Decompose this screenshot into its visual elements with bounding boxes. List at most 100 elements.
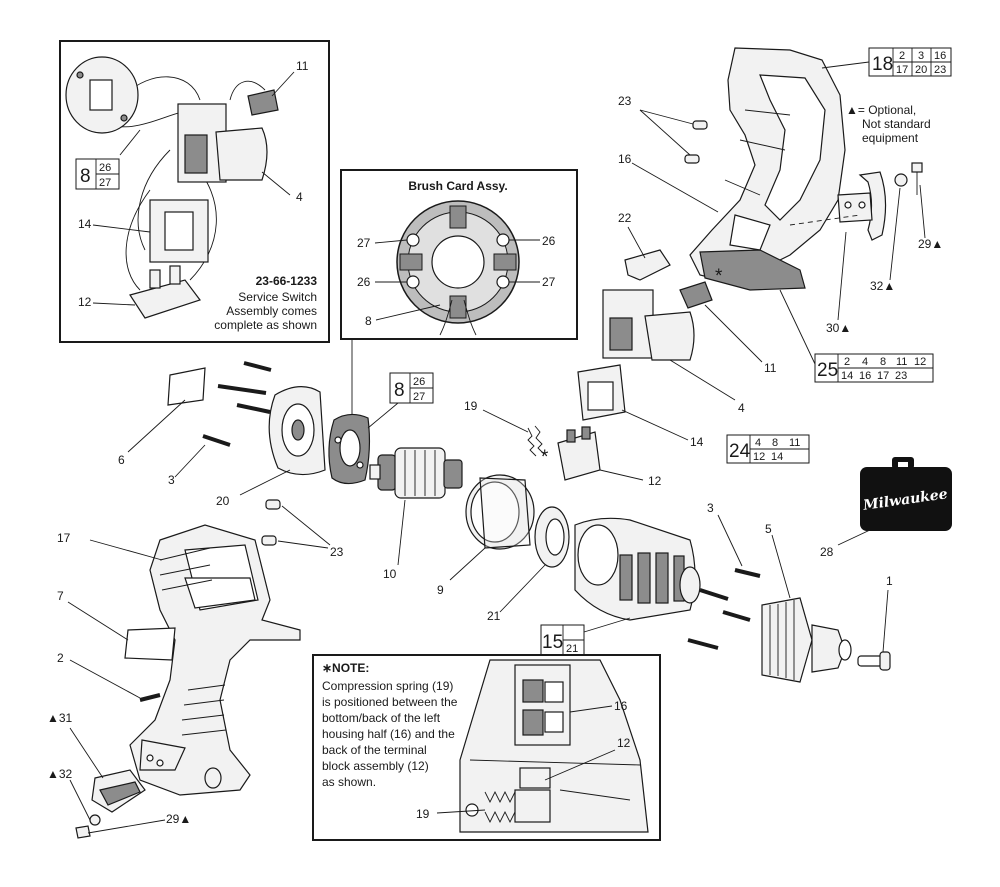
ref-box-main: 15 [542, 632, 563, 653]
compression-spring-part [527, 425, 545, 457]
note-inset: ∗NOTE: Compression spring (19) is positi… [312, 654, 661, 841]
ref-box-top: 4 [755, 437, 761, 449]
callout-29-optional: 29▲ [166, 812, 191, 826]
ref-box-top: 11 [789, 437, 800, 449]
callout-23: 23 [618, 94, 632, 108]
ref-box-bottom: 23 [895, 370, 907, 382]
ref-box-15: 15 21 [540, 624, 585, 656]
terminal-block-part [557, 426, 601, 481]
housing-screw-part [139, 693, 161, 702]
callout-26: 26 [542, 234, 556, 248]
callout-32-optional: 32▲ [870, 279, 895, 293]
callout-9: 9 [437, 583, 444, 597]
switch-note-line2: Assembly comes [226, 304, 317, 318]
label-part [124, 627, 176, 661]
callout-5: 5 [765, 522, 772, 536]
ref-box-top: 8 [772, 437, 778, 449]
brush-card-part [396, 200, 520, 336]
callout-16: 16 [614, 699, 628, 713]
ref-box-bottom: 27 [99, 177, 111, 189]
ref-box-main: 8 [394, 380, 405, 401]
note-line: bottom/back of the left [322, 711, 441, 725]
baffle-part [534, 506, 570, 568]
callout-20: 20 [216, 494, 230, 508]
callout-11: 11 [296, 59, 309, 73]
switch-body-part [177, 103, 268, 183]
ref-box-8-main: 8 26 27 [389, 372, 434, 404]
brush-card-title: Brush Card Assy. [408, 179, 507, 193]
ref-box-main: 25 [817, 360, 838, 381]
ref-box-main: 24 [729, 441, 751, 462]
pin-part [265, 499, 281, 510]
switch-holder-part [149, 199, 209, 263]
ref-box-25: 25 2 4 8 11 12 14 16 17 23 [814, 353, 934, 383]
ref-box-bottom: 17 [896, 64, 908, 76]
callout-6: 6 [118, 453, 125, 467]
ref-box-bottom: 16 [859, 370, 871, 382]
callout-26: 26 [357, 275, 371, 289]
ref-box-bottom: 17 [877, 370, 889, 382]
ref-box-bottom: 20 [915, 64, 927, 76]
callout-29-optional: 29▲ [918, 237, 943, 251]
ref-box-main: 8 [80, 166, 91, 187]
ref-box-bottom: 14 [771, 451, 783, 463]
magnet-ring-part [465, 474, 535, 550]
legend-optional-1: ▲= Optional, [846, 103, 916, 117]
legend-optional-3: equipment [862, 131, 919, 145]
belt-clip-lower-part [91, 769, 146, 813]
note-line: block assembly (12) [322, 759, 429, 773]
ref-box-bottom: 21 [566, 643, 578, 655]
screw-part [75, 825, 91, 839]
chuck-part [761, 597, 852, 683]
ref-box-main: 18 [872, 54, 893, 75]
callout-1: 1 [886, 574, 893, 588]
callout-7: 7 [57, 589, 64, 603]
pin-part [261, 535, 277, 546]
gearbox-screws [687, 568, 761, 650]
callout-23: 23 [330, 545, 344, 559]
callout-22: 22 [618, 211, 632, 225]
ref-box-top: 16 [934, 50, 946, 62]
switch-holder-part [577, 364, 626, 421]
motor-end-plate-part [65, 56, 139, 134]
washer-part [894, 173, 908, 187]
left-housing-half-part [689, 47, 846, 291]
right-housing-half-part [129, 524, 301, 796]
ref-box-top: 3 [918, 50, 924, 62]
reversing-button-part [679, 281, 713, 309]
callout-3: 3 [707, 501, 714, 515]
pin-part [684, 154, 700, 164]
ref-box-18: 18 2 3 16 17 20 23 [868, 47, 952, 77]
screw-part [911, 162, 923, 173]
carrying-case-part: Milwaukee [860, 457, 952, 531]
ref-box-bottom: 23 [934, 64, 946, 76]
callout-31-optional: ▲31 [47, 711, 73, 725]
ref-box-bottom: 14 [841, 370, 853, 382]
callout-17: 17 [57, 531, 71, 545]
callout-27: 27 [357, 236, 371, 250]
switch-note-line1: Service Switch [238, 290, 317, 304]
switch-part [602, 289, 695, 361]
callout-4: 4 [738, 401, 745, 415]
callout-19: 19 [464, 399, 478, 413]
note-line: housing half (16) and the [322, 727, 455, 741]
ref-box-top: 4 [862, 356, 868, 368]
asterisk-marker: * [541, 447, 549, 468]
ref-box-top: 12 [914, 356, 926, 368]
callout-10: 10 [383, 567, 397, 581]
callout-16: 16 [618, 152, 632, 166]
asterisk-marker: * [715, 266, 723, 287]
switch-assembly-inset: 8 26 27 11 4 14 12 23-66-1233 Service Sw… [59, 40, 330, 343]
switch-note-line3: complete as shown [214, 318, 317, 332]
brush-card-main-part [328, 413, 371, 485]
callout-4: 4 [296, 190, 303, 204]
callout-28: 28 [820, 545, 834, 559]
callout-21: 21 [487, 609, 501, 623]
callout-32-optional: ▲32 [47, 767, 73, 781]
label-part [167, 367, 206, 406]
note-detail-drawing [459, 659, 649, 833]
ref-box-top: 11 [896, 356, 907, 368]
terminal-block-part [129, 265, 201, 319]
callout-14: 14 [690, 435, 704, 449]
